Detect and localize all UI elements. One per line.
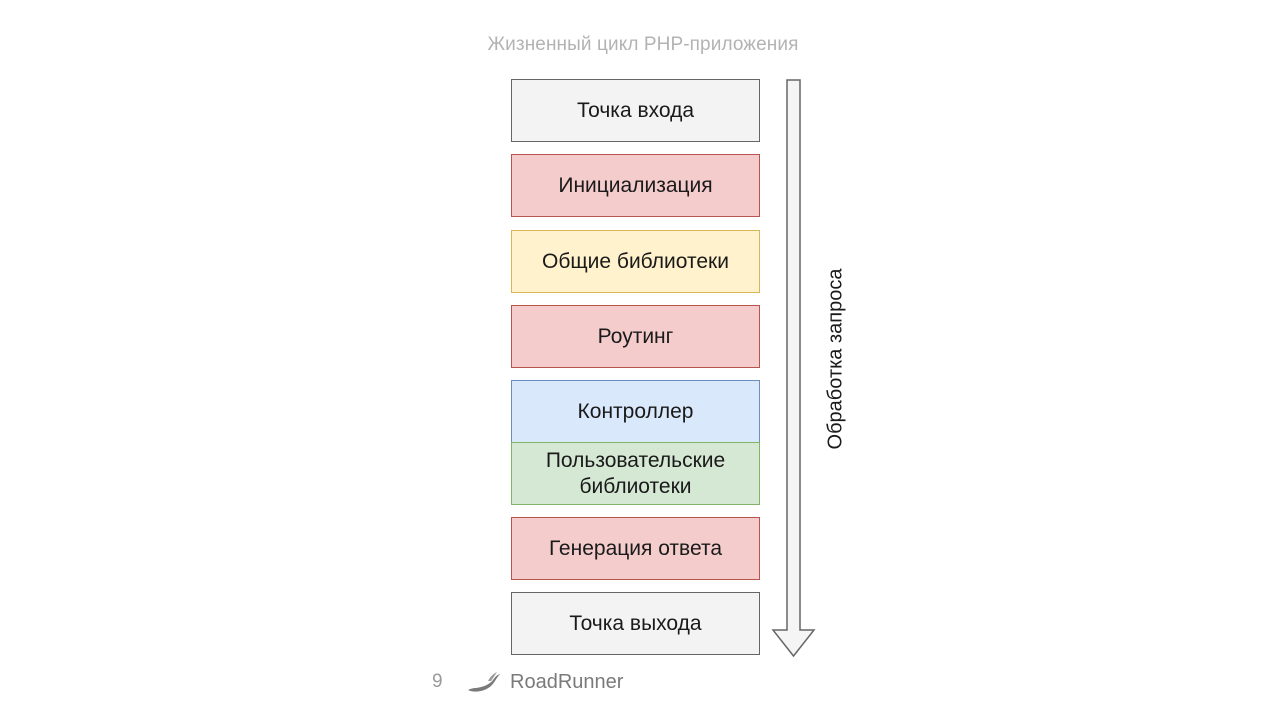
stage-controller: Контроллер: [511, 380, 760, 443]
stage-exit-point: Точка выхода: [511, 592, 760, 655]
stage-user-libraries: Пользовательские библиотеки: [511, 442, 760, 505]
stage-response-generation: Генерация ответа: [511, 517, 760, 580]
stage-common-libraries: Общие библиотеки: [511, 230, 760, 293]
page-number: 9: [432, 671, 443, 692]
stage-initialization: Инициализация: [511, 154, 760, 217]
slide-title: Жизненный цикл PHP-приложения: [487, 34, 799, 55]
footer: 9 RoadRunner: [0, 668, 1280, 698]
stage-routing: Роутинг: [511, 305, 760, 368]
brand-name: RoadRunner: [510, 671, 624, 693]
arrow-label: Обработка запроса: [824, 268, 847, 450]
roadrunner-bird-icon: [468, 672, 500, 692]
flow-arrow: [771, 79, 816, 658]
stage-entry-point: Точка входа: [511, 79, 760, 142]
